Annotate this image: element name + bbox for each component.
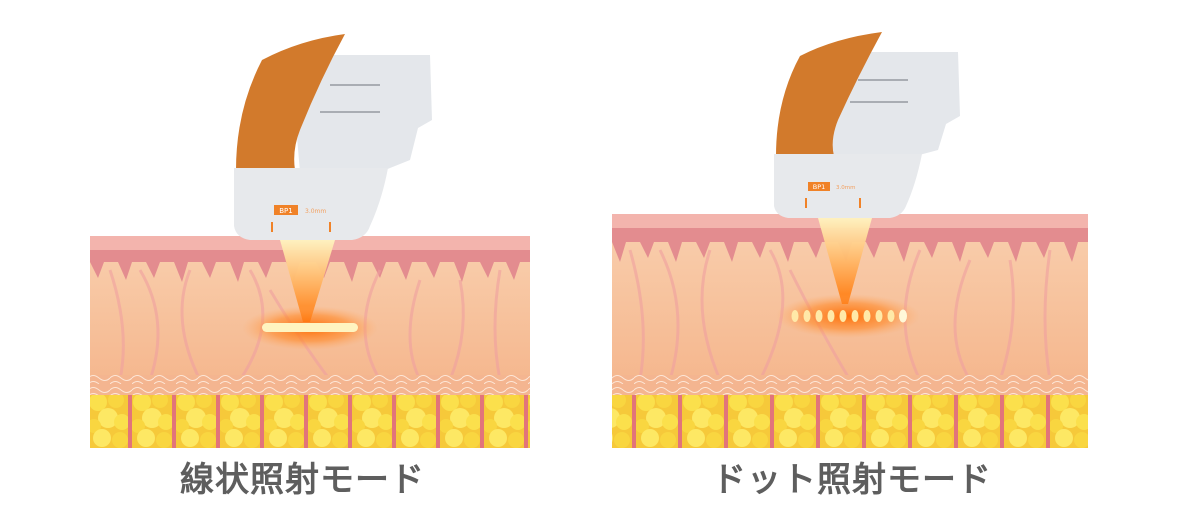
linear-mode-illustration: BP1 3.0mm: [90, 34, 530, 448]
handpiece-depth: 3.0mm: [836, 185, 855, 191]
linear-mode-panel: BP1 3.0mm 線状照射モード: [90, 34, 530, 500]
handpiece: BP1 3.0mm: [234, 34, 432, 240]
handpiece: BP1 3.0mm: [774, 32, 960, 218]
dot-mode-illustration: BP1 3.0mm: [612, 32, 1088, 448]
linear-mode-caption: 線状照射モード: [180, 460, 425, 500]
epidermis-layer: [90, 250, 530, 282]
fascia-layer: [90, 375, 530, 397]
fat-layer: [90, 395, 530, 448]
beam-glow: [776, 294, 920, 338]
beam-cone: [818, 218, 872, 304]
handpiece-label-badge: [808, 182, 830, 191]
dot-mode-panel: BP1 3.0mm ドット照射モード: [590, 0, 1179, 509]
handpiece-depth: 3.0mm: [305, 208, 326, 215]
fat-layer: [612, 395, 1088, 448]
dot-mode-caption: ドット照射モード: [712, 460, 992, 500]
fascia-layer: [612, 375, 1088, 397]
handpiece-label: BP1: [279, 207, 292, 215]
dot-beam-row: [791, 309, 907, 323]
handpiece-label-badge: [274, 205, 298, 215]
linear-beam-line: [262, 323, 358, 332]
beam-cone: [280, 240, 335, 322]
handpiece-label: BP1: [813, 183, 826, 191]
